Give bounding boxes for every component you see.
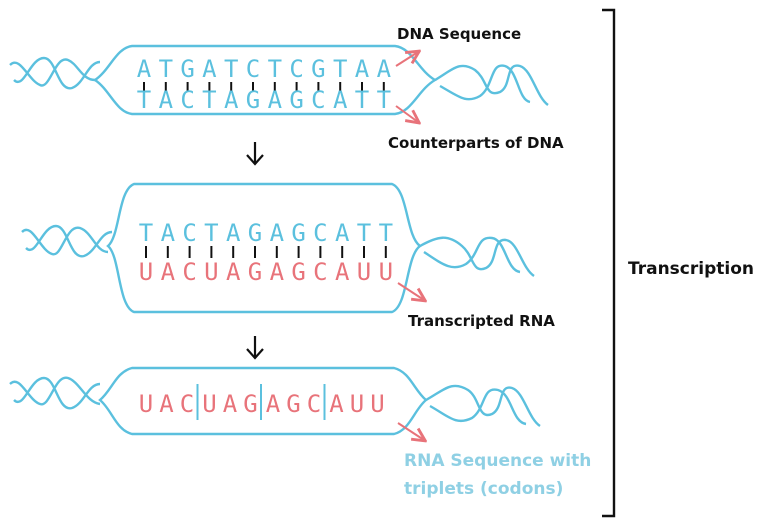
stage2-bottom-letter: U	[204, 258, 218, 286]
stage3-codon-separators	[196, 384, 326, 420]
stage2-top-letter: C	[313, 219, 327, 247]
stage2-top-letter: A	[335, 219, 350, 247]
stage3-codon-letter: G	[243, 390, 257, 418]
stage3-codon-letter: C	[180, 390, 194, 418]
stage1-top-letter: T	[268, 55, 282, 83]
stage1-bottom-letter: T	[355, 86, 369, 114]
stage2-bottom-letter: U	[357, 258, 371, 286]
stage2-left-helix	[21, 224, 113, 258]
stage2-top-letter: A	[161, 219, 176, 247]
stage2-top-letter: G	[248, 219, 262, 247]
stage3-label-line1: RNA Sequence with	[404, 451, 591, 471]
stage3-left-helix	[9, 376, 101, 410]
stage2-top-letter: A	[270, 219, 285, 247]
stage3-codon-letter: A	[159, 390, 174, 418]
stage2-top-letter: T	[139, 219, 153, 247]
stage2-top-letter: C	[182, 219, 196, 247]
stage1-top-letter: G	[311, 55, 325, 83]
stage2-bottom-letter: C	[182, 258, 196, 286]
stage1-arrow-bottom-icon	[395, 105, 418, 122]
stage2-base-pair-ticks	[145, 246, 387, 258]
stage3-codon-letter: A	[266, 390, 281, 418]
stage1-bottom-letter: C	[180, 86, 194, 114]
stage1-label-counterparts: Counterparts of DNA	[388, 134, 564, 152]
stage1-bottom-letter: T	[137, 86, 151, 114]
stage3-codon-letter: G	[286, 390, 300, 418]
stage1-base-pair-ticks	[143, 82, 385, 92]
stage1-top-letter: A	[377, 55, 392, 83]
stage3-codon-letter: C	[307, 390, 321, 418]
stage2-top-letter: A	[226, 219, 241, 247]
stage1-left-helix	[9, 56, 101, 90]
stage1-top-letter: T	[224, 55, 238, 83]
stage1-arrow-top-icon	[395, 52, 418, 67]
stage3-codon-letter: A	[223, 390, 238, 418]
stage2-top-letter: G	[291, 219, 305, 247]
stage2-top-letter: T	[379, 219, 393, 247]
stage3-right-helix	[425, 384, 541, 427]
stage2-bottom-letter: A	[335, 258, 350, 286]
stage1-top-letter: C	[246, 55, 260, 83]
stage3-codon-letter: U	[139, 390, 153, 418]
stage2-bottom-letter: G	[248, 258, 262, 286]
stage2-bottom-letter: A	[270, 258, 285, 286]
stage1-top-letter: A	[202, 55, 217, 83]
stage1-bottom-letter: C	[311, 86, 325, 114]
stage2-bubble-outline	[106, 182, 423, 314]
stage2-bottom-letter: G	[291, 258, 305, 286]
stage2-bottom-letter: U	[139, 258, 153, 286]
stage2-label-transcripted-rna: Transcripted RNA	[408, 312, 555, 330]
stage1-top-letter: A	[355, 55, 370, 83]
stage2-arrow-icon	[397, 282, 424, 300]
stage1-label-dna-sequence: DNA Sequence	[397, 25, 521, 43]
stage3-codon-letter: U	[350, 390, 364, 418]
stage1-bottom-letter: G	[246, 86, 260, 114]
stage2-top-letter: T	[357, 219, 371, 247]
stage2-top-letter: T	[204, 219, 218, 247]
process-label: Transcription	[628, 259, 754, 279]
step-arrow-1-icon	[246, 142, 264, 166]
stage2-bottom-letter: U	[379, 258, 393, 286]
stage1-right-helix	[434, 64, 549, 106]
stage1-top-letter: T	[159, 55, 173, 83]
stage3-arrow-icon	[397, 422, 424, 440]
stage1-top-letter: T	[333, 55, 347, 83]
stage1-bottom-letter: A	[268, 86, 283, 114]
transcription-bracket: Transcription	[602, 8, 754, 518]
stage1-bottom-letter: A	[159, 86, 174, 114]
stage2-bottom-letter: A	[161, 258, 176, 286]
stage1-top-letter: C	[289, 55, 303, 83]
stage1-bottom-letter: T	[377, 86, 391, 114]
stage1-bottom-letter: T	[202, 86, 216, 114]
stage2-right-helix	[419, 236, 535, 277]
stage1-bottom-letter: G	[289, 86, 303, 114]
stage1-top-letter: G	[180, 55, 194, 83]
stage1-bottom-letter: A	[333, 86, 348, 114]
stage1-top-letter: A	[137, 55, 152, 83]
stage3-codon-letter: U	[202, 390, 216, 418]
stage2-bottom-letter: C	[313, 258, 327, 286]
stage3-codon-letter: A	[329, 390, 344, 418]
stage2-bottom-letter: A	[226, 258, 241, 286]
stage3-label-line2: triplets (codons)	[404, 479, 563, 499]
stage3-codon-letter: U	[370, 390, 384, 418]
stage1-bottom-letter: A	[224, 86, 239, 114]
step-arrow-2-icon	[246, 336, 264, 360]
